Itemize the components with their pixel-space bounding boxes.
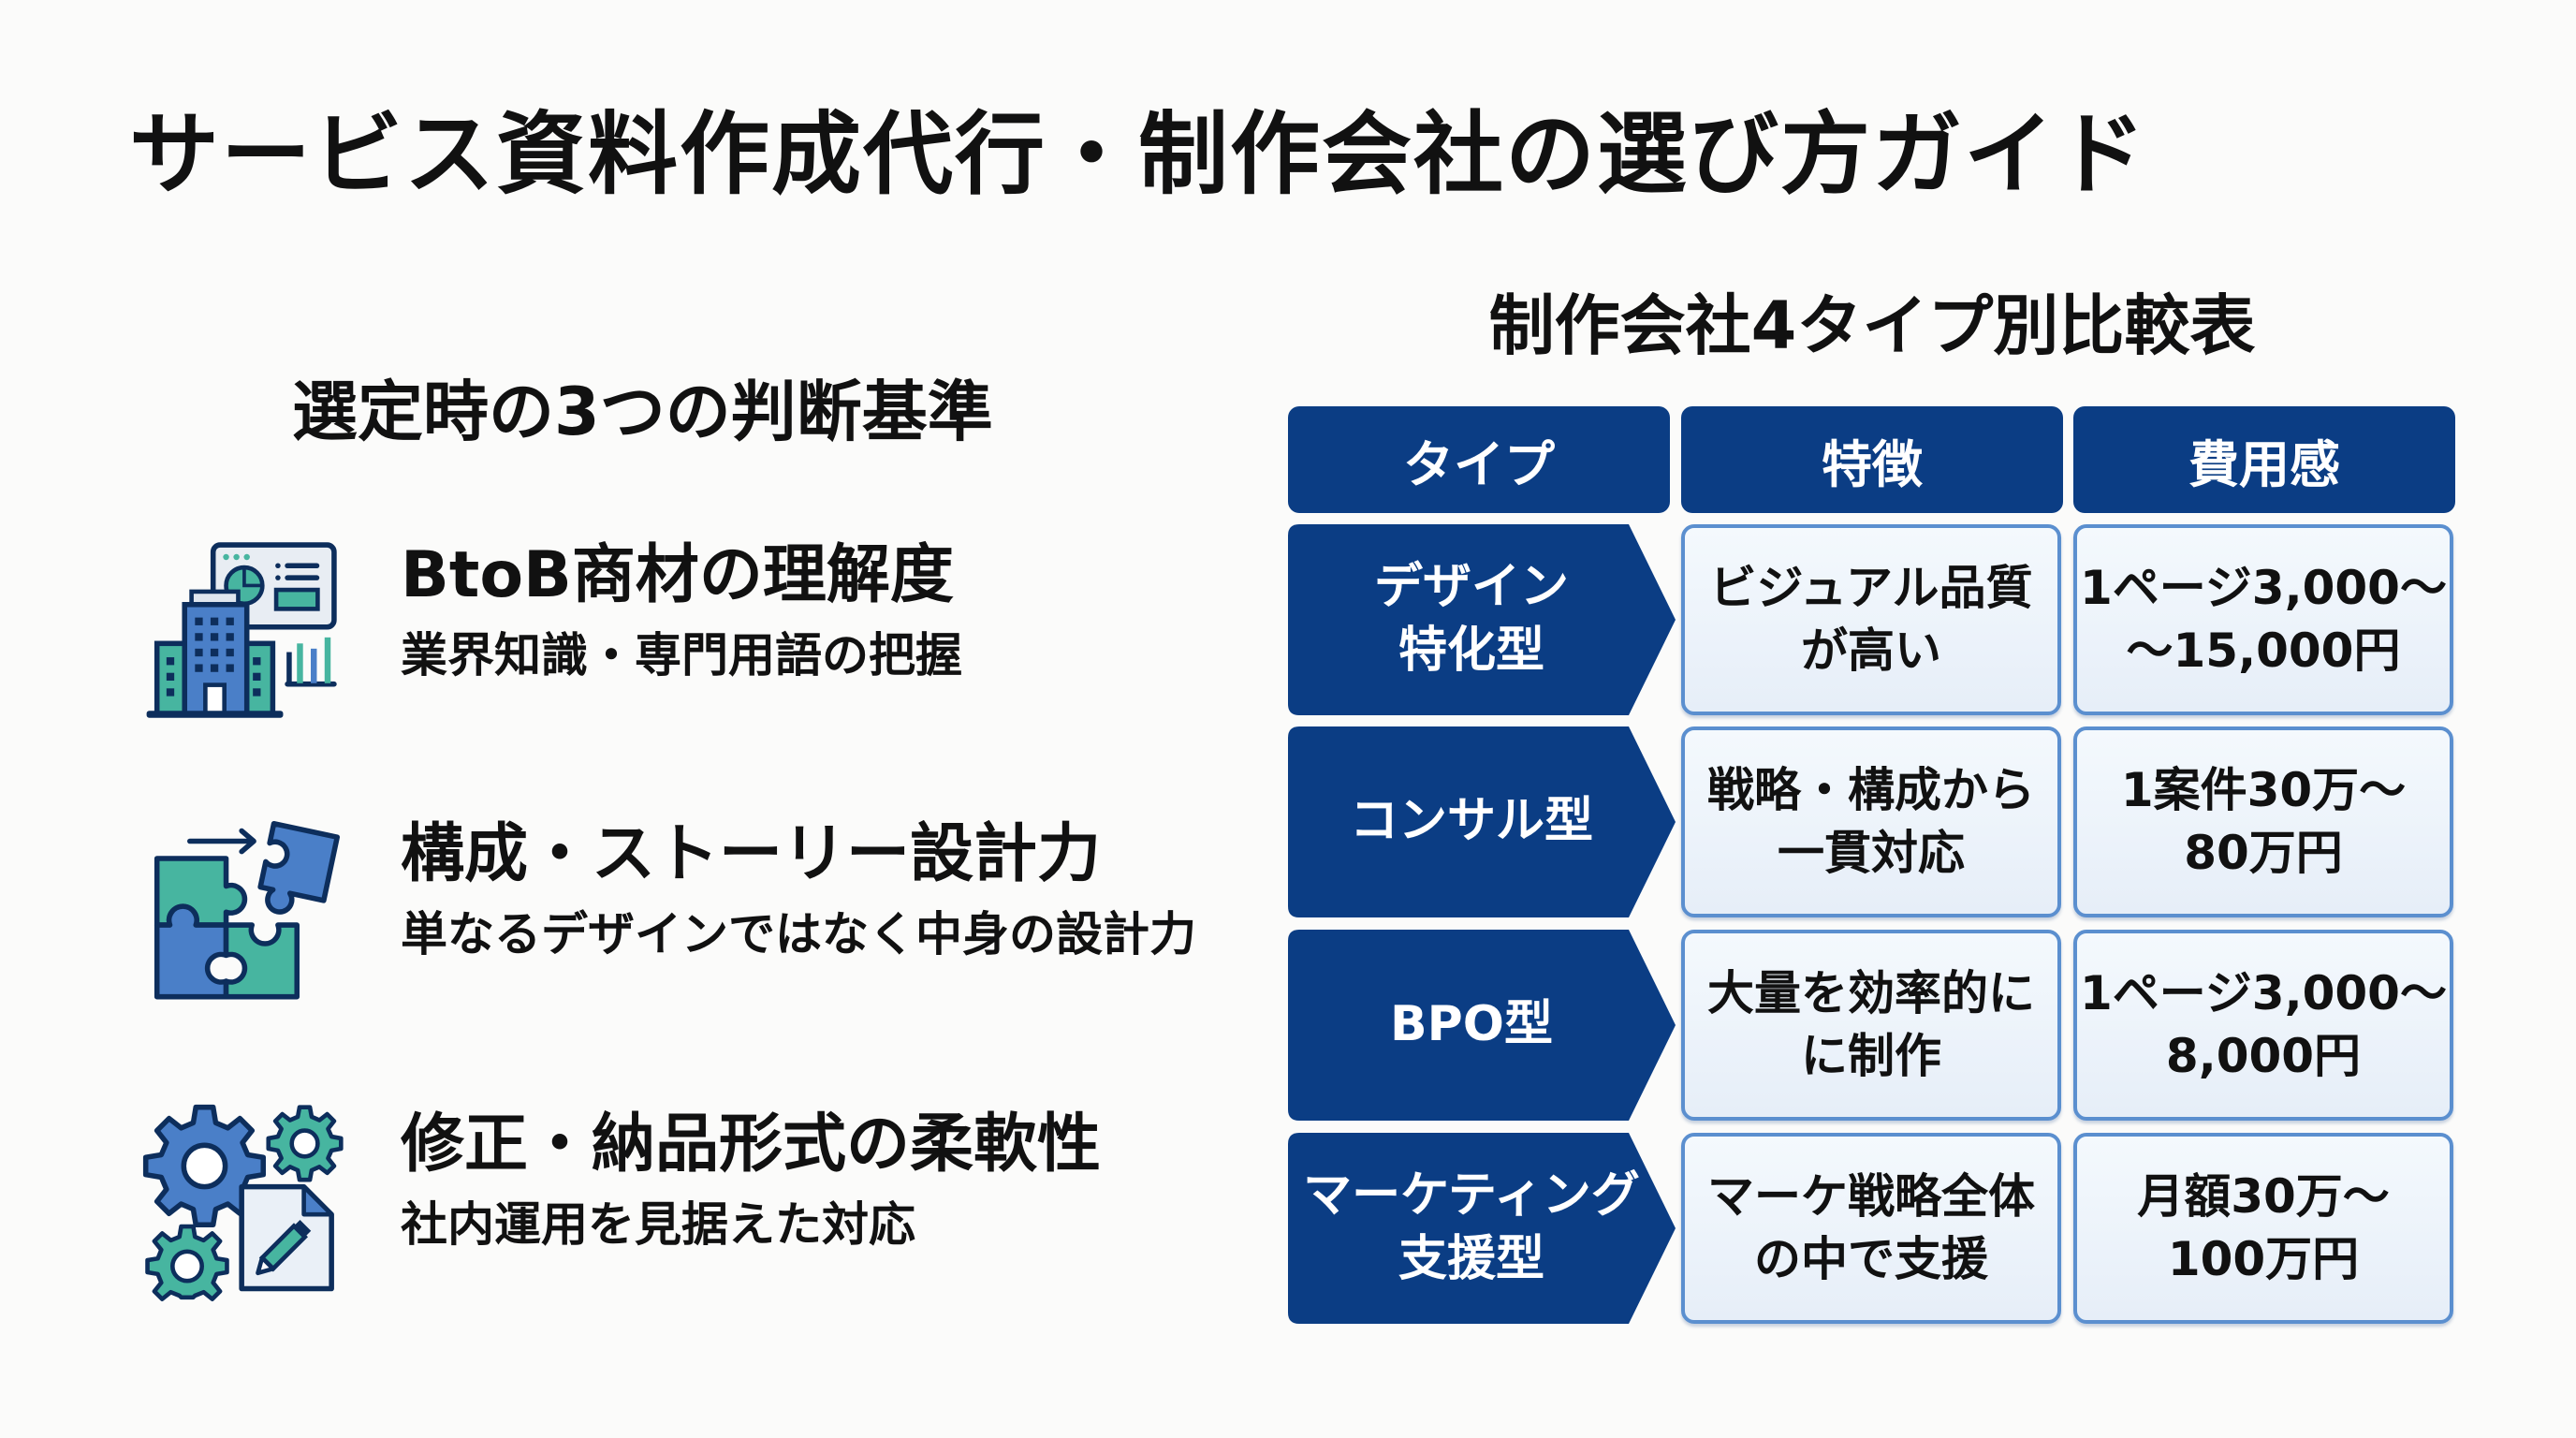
- feature-cell: マーケ戦略全体 の中で支援: [1681, 1133, 2061, 1324]
- criterion-subtitle: 単なるデザインではなく中身の設計力: [401, 907, 1196, 961]
- criterion-title: BtoB商材の理解度: [401, 538, 954, 612]
- cost-cell: 月額30万〜 100万円: [2073, 1133, 2453, 1324]
- criterion-subtitle: 社内運用を見据えた対応: [401, 1197, 915, 1252]
- type-label: デザイン 特化型: [1373, 559, 1569, 679]
- header-cell-type: タイプ: [1288, 406, 1670, 513]
- feature-cell: ビジュアル品質 が高い: [1681, 524, 2061, 715]
- type-label: マーケティング 支援型: [1303, 1167, 1640, 1287]
- criterion-title: 修正・納品形式の柔軟性: [401, 1108, 1102, 1181]
- criterion-subtitle: 業界知識・専門用語の把握: [401, 628, 962, 682]
- header-cell-cost: 費用感: [2073, 406, 2455, 513]
- criterion-item: BtoB商材の理解度 業界知識・専門用語の把握: [131, 517, 1208, 732]
- table-row: マーケティング 支援型 マーケ戦略全体 の中で支援 月額30万〜 100万円: [1288, 1133, 2456, 1324]
- table-title: 制作会社4タイプ別比較表: [1488, 287, 2256, 364]
- type-cell: コンサル型: [1288, 726, 1676, 917]
- type-label: BPO型: [1390, 996, 1553, 1053]
- table-row: デザイン 特化型 ビジュアル品質 が高い 1ページ3,000〜 〜15,000円: [1288, 524, 2456, 715]
- criteria-heading: 選定時の3つの判断基準: [292, 374, 993, 450]
- table-row: BPO型 大量を効率的に に制作 1ページ3,000〜 8,000円: [1288, 930, 2456, 1121]
- criterion-item: 構成・ストーリー設計力 単なるデザインではなく中身の設計力: [131, 796, 1208, 1011]
- building-dashboard-icon: [131, 517, 356, 732]
- feature-cell: 戦略・構成から 一貫対応: [1681, 726, 2061, 917]
- header-cell-feature: 特徴: [1681, 406, 2063, 513]
- page-title: サービス資料作成代行・制作会社の選び方ガイド: [129, 102, 2147, 207]
- criterion-title: 構成・ストーリー設計力: [401, 817, 1102, 891]
- type-cell: BPO型: [1288, 930, 1676, 1121]
- type-cell: マーケティング 支援型: [1288, 1133, 1676, 1324]
- cost-cell: 1案件30万〜 80万円: [2073, 726, 2453, 917]
- gears-document-icon: [131, 1086, 356, 1301]
- criterion-item: 修正・納品形式の柔軟性 社内運用を見据えた対応: [131, 1086, 1208, 1301]
- feature-cell: 大量を効率的に に制作: [1681, 930, 2061, 1121]
- type-label: コンサル型: [1349, 793, 1593, 850]
- puzzle-icon: [131, 796, 356, 1011]
- cost-cell: 1ページ3,000〜 〜15,000円: [2073, 524, 2453, 715]
- type-cell: デザイン 特化型: [1288, 524, 1676, 715]
- table-row: コンサル型 戦略・構成から 一貫対応 1案件30万〜 80万円: [1288, 726, 2456, 917]
- cost-cell: 1ページ3,000〜 8,000円: [2073, 930, 2453, 1121]
